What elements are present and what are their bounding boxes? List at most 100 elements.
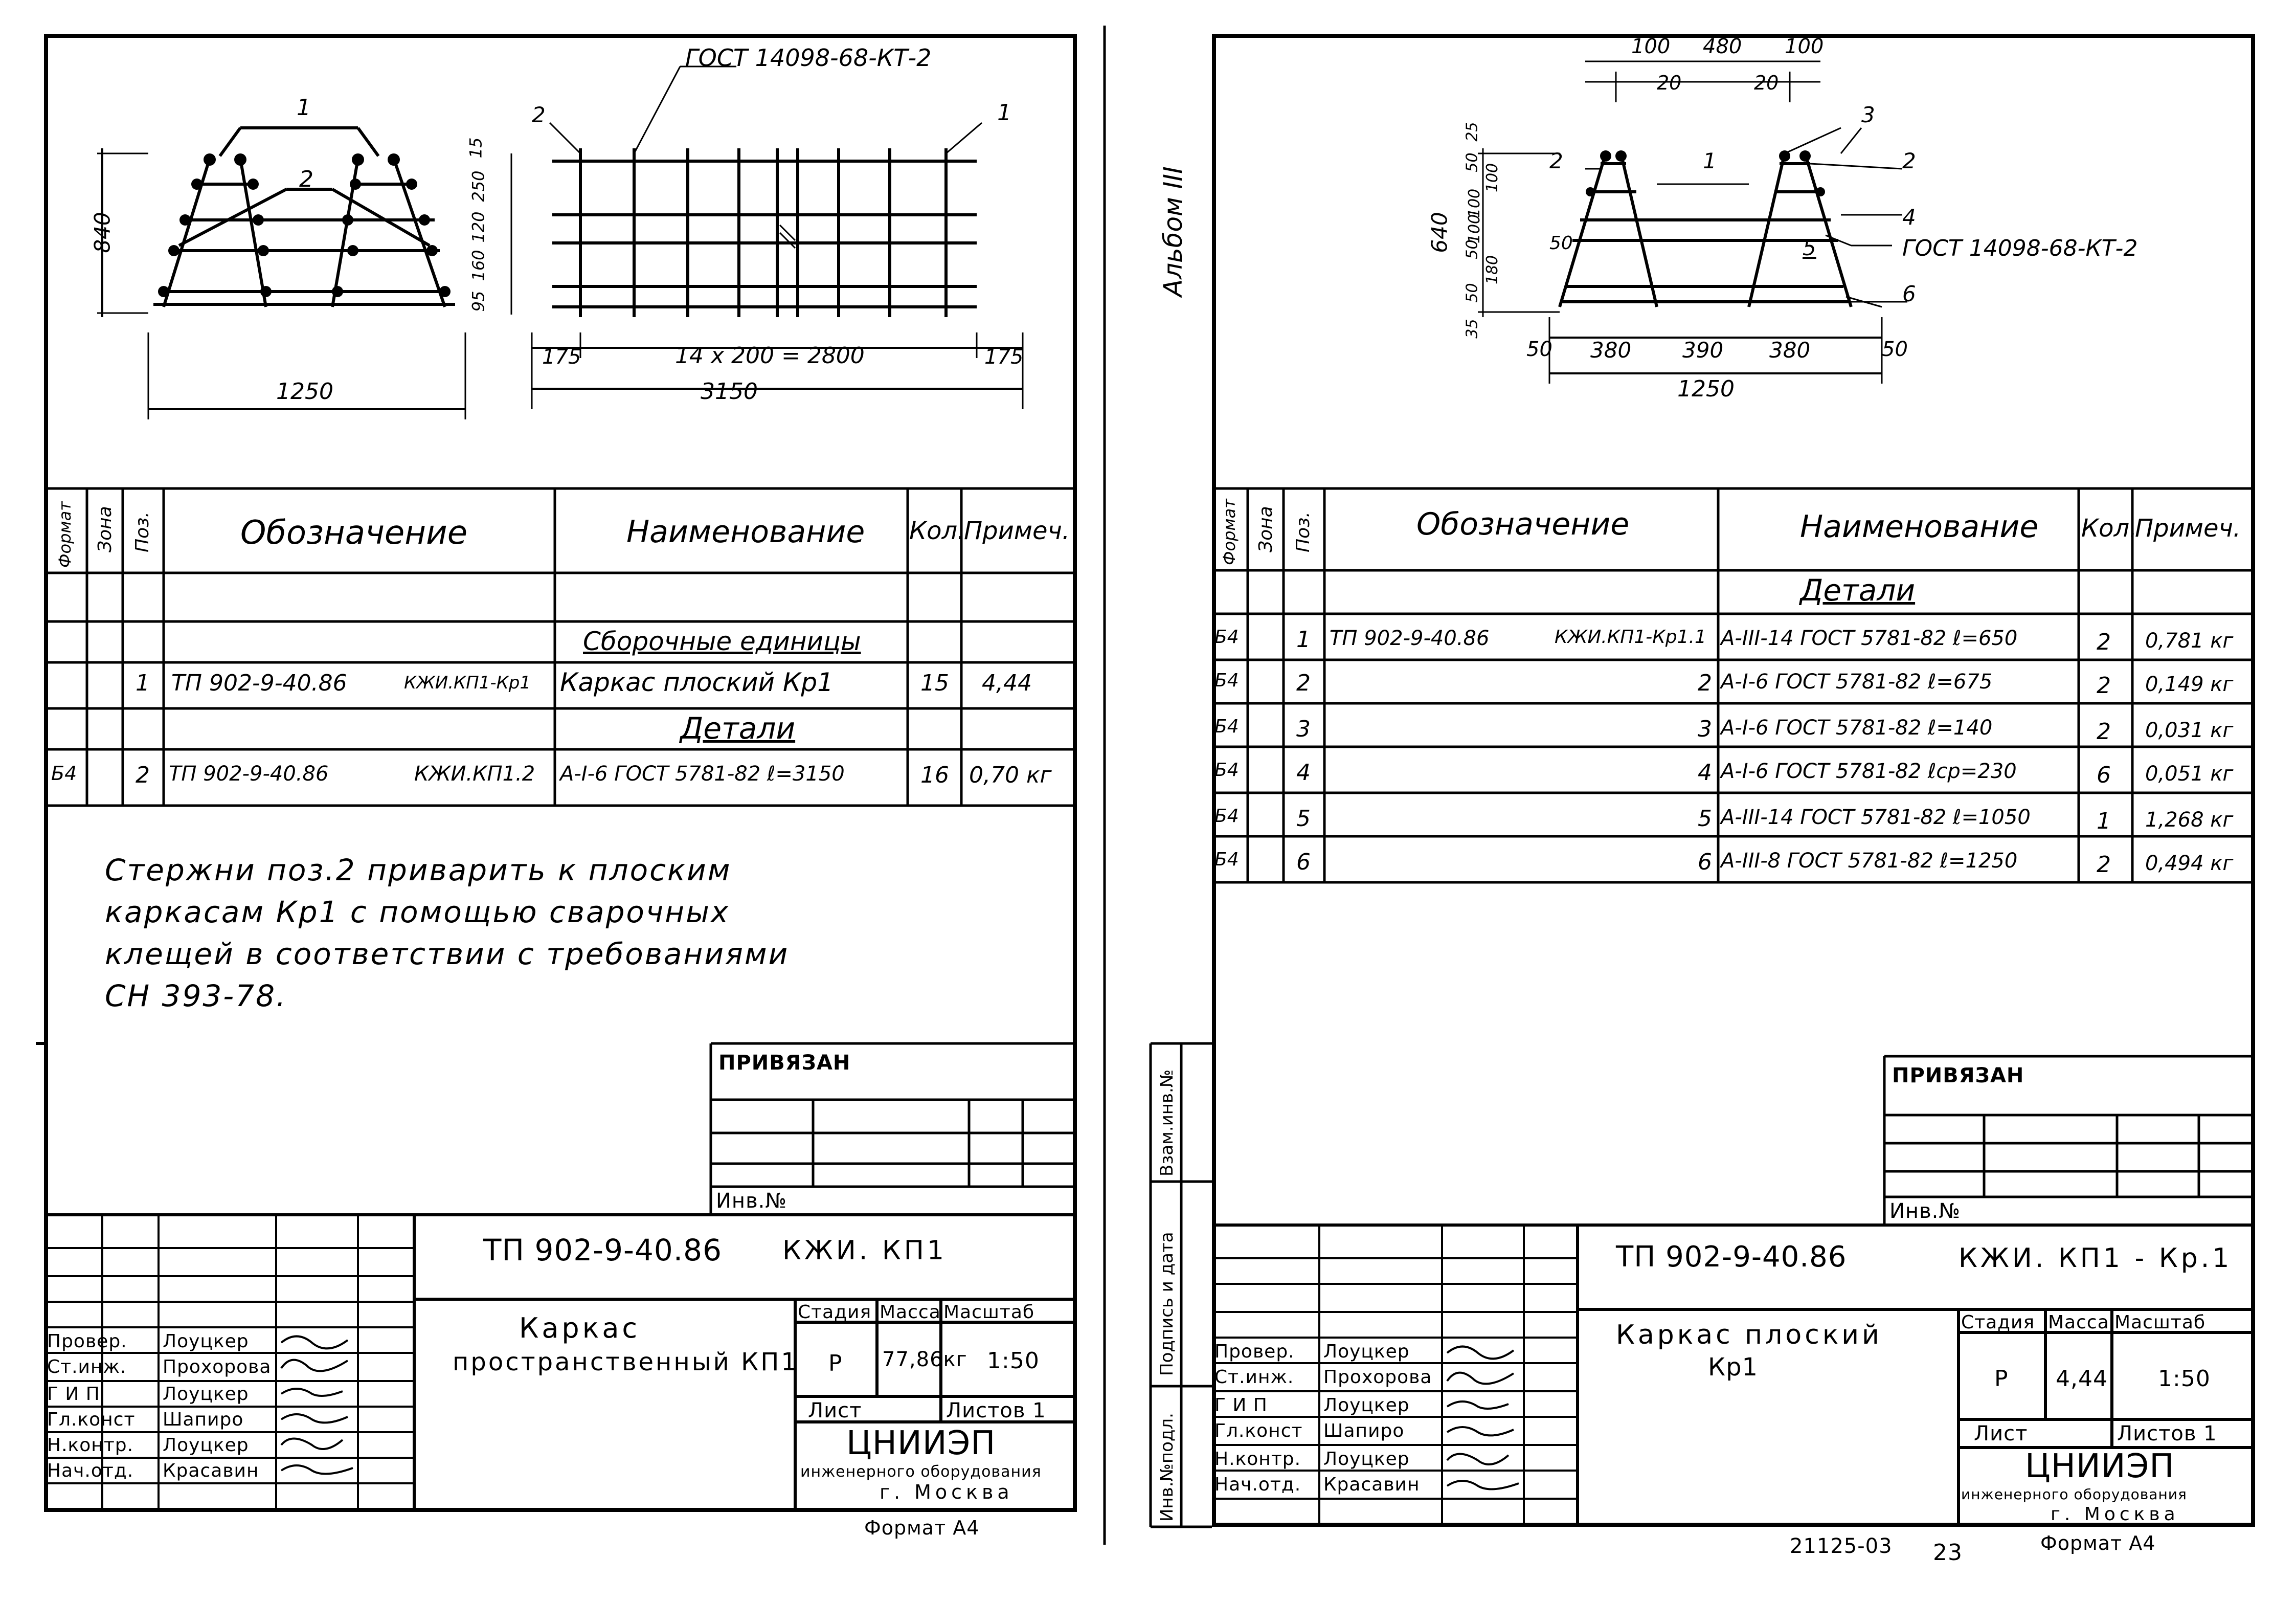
left-height-dim: 840	[89, 212, 115, 253]
left-role-1: Провер.	[47, 1331, 127, 1352]
right-row3-pos: 3	[1296, 716, 1311, 742]
left-vdim-4: 160	[468, 250, 488, 281]
right-stamp-sheets: Листов 1	[2117, 1422, 2217, 1445]
left-stamp-stage: Р	[828, 1350, 843, 1376]
right-header-designation: Обозначение	[1416, 506, 1630, 542]
left-stamp-stage-h: Стадия	[798, 1302, 872, 1323]
right-role-5: Н.контр.	[1214, 1449, 1301, 1470]
right-row1-doc: ТП 902-9-40.86	[1330, 627, 1490, 650]
right-gost-label: ГОСТ 14098-68-КТ-2	[1902, 235, 2138, 261]
right-row1-name: А-III-14 ГОСТ 5781-82 ℓ=650	[1721, 627, 2018, 650]
left-header-name: Наименование	[626, 514, 865, 550]
right-stamp-stage-h: Стадия	[1961, 1312, 2035, 1333]
right-stamp-title-1: Каркас плоский	[1616, 1320, 1882, 1350]
left-row1-code: КЖИ.КП1-Кр1	[404, 673, 531, 693]
right-role-3: Г И П	[1214, 1395, 1268, 1416]
right-footer-num: 21125-03	[1790, 1534, 1893, 1558]
right-stamp-sheet: Лист	[1974, 1422, 2028, 1445]
right-row1-format: Б4	[1214, 627, 1239, 648]
left-note-line-4: СН 393-78.	[105, 978, 287, 1013]
left-dim-175a: 175	[542, 345, 581, 369]
right-name-6: Красавин	[1323, 1474, 1420, 1495]
left-role-5: Н.контр.	[47, 1435, 134, 1456]
left-vdim-5: 95	[468, 291, 488, 312]
left-privyazan: ПРИВЯЗАН	[718, 1051, 851, 1075]
right-row5-name: А-III-14 ГОСТ 5781-82 ℓ=1050	[1721, 806, 2031, 829]
right-height-dim: 640	[1427, 212, 1452, 253]
right-role-2: Ст.инж.	[1214, 1367, 1294, 1388]
right-header-qty: Кол.	[2081, 514, 2137, 543]
right-stamp-mass-h: Масса	[2048, 1312, 2109, 1333]
left-row2-format: Б4	[51, 762, 77, 785]
left-header-designation: Обозначение	[240, 514, 468, 552]
right-header-zone: Зона	[1255, 506, 1276, 552]
right-row3-name: А-I-6 ГОСТ 5781-82 ℓ=140	[1721, 716, 1993, 740]
right-dim-top-100a: 100	[1631, 35, 1671, 58]
left-role-4: Гл.конст	[47, 1409, 136, 1430]
left-row2-pos: 2	[136, 762, 150, 788]
right-row2-code: 2	[1698, 670, 1712, 696]
left-stamp-format: Формат А4	[864, 1517, 980, 1539]
right-row4-name: А-I-6 ГОСТ 5781-82 ℓср=230	[1721, 760, 2017, 783]
right-stamp-stage: Р	[1994, 1366, 2009, 1392]
left-stamp-mass: 77,86кг	[882, 1348, 967, 1371]
right-row6-code: 6	[1698, 849, 1712, 875]
right-row1-pos: 1	[1296, 627, 1311, 653]
right-privyazan: ПРИВЯЗАН	[1892, 1064, 2024, 1087]
right-stamp-scale-h: Масштаб	[2114, 1312, 2206, 1333]
left-stamp-code: ТП 902-9-40.86	[483, 1233, 722, 1267]
left-stamp-title-2: пространственный КП1	[453, 1348, 799, 1376]
left-gost-label: ГОСТ 14098-68-КТ-2	[685, 44, 932, 72]
left-row2-doc: ТП 902-9-40.86	[169, 762, 329, 786]
right-callout-2a: 2	[1549, 148, 1563, 173]
left-stamp-title-1: Каркас	[519, 1312, 641, 1344]
left-name-6: Красавин	[163, 1460, 259, 1481]
right-name-4: Шапиро	[1323, 1420, 1405, 1441]
left-row2-qty: 16	[920, 762, 949, 788]
left-name-1: Лоуцкер	[163, 1331, 249, 1352]
left-elev-callout-2: 2	[532, 102, 546, 127]
left-stamp-org-3: г. Москва	[880, 1481, 1014, 1503]
left-row2-note: 0,70 кг	[969, 762, 1052, 788]
left-row1-pos: 1	[136, 670, 150, 696]
right-dim-left-3: 100	[1483, 163, 1502, 193]
left-name-2: Прохорова	[163, 1356, 272, 1377]
right-stamp-org-2: инженерного оборудования	[1961, 1486, 2187, 1503]
right-callout-3: 3	[1861, 102, 1875, 127]
left-width-dim: 1250	[276, 379, 333, 405]
right-spec-table-grid	[1212, 487, 2255, 884]
right-stamp-code2: КЖИ. КП1 - Кр.1	[1959, 1243, 2233, 1274]
right-name-5: Лоуцкер	[1323, 1449, 1410, 1470]
left-row1-name: Каркас плоский Кр1	[560, 668, 834, 697]
left-elev-callout-1: 1	[997, 100, 1011, 126]
right-section-drawing	[1478, 60, 1907, 384]
right-row5-qty: 1	[2097, 808, 2111, 834]
right-dim-left-8: 50	[1463, 283, 1481, 303]
left-row2-name: А-I-6 ГОСТ 5781-82 ℓ=3150	[560, 762, 845, 786]
left-dim-total: 3150	[701, 379, 758, 405]
right-dim-bottom-50b: 50	[1882, 338, 1908, 361]
left-note-line-1: Стержни поз.2 приварить к плоским	[105, 853, 732, 887]
right-dim-top-20a: 20	[1657, 72, 1682, 94]
left-stamp-scale: 1:50	[987, 1348, 1040, 1374]
right-row3-format: Б4	[1214, 716, 1239, 737]
right-name-1: Лоуцкер	[1323, 1341, 1410, 1362]
left-name-4: Шапиро	[163, 1409, 244, 1430]
right-row3-qty: 2	[2097, 719, 2111, 745]
right-row2-name: А-I-6 ГОСТ 5781-82 ℓ=675	[1721, 670, 1993, 694]
right-row4-code: 4	[1698, 760, 1712, 786]
right-row6-note: 0,494 кг	[2145, 852, 2234, 875]
right-row6-name: А-III-8 ГОСТ 5781-82 ℓ=1250	[1721, 849, 2018, 873]
right-dim-bottom-380a: 380	[1590, 338, 1632, 363]
left-header-format: Формат	[55, 501, 75, 568]
right-stamp-scale: 1:50	[2158, 1366, 2211, 1392]
right-header-format: Формат	[1220, 499, 1239, 565]
right-stamp-org-3: г. Москва	[2051, 1504, 2179, 1525]
left-stamp-scale-h: Масштаб	[943, 1302, 1035, 1323]
right-row3-note: 0,031 кг	[2145, 719, 2234, 742]
left-callout-1: 1	[297, 95, 311, 121]
right-row5-format: Б4	[1214, 806, 1239, 827]
right-stamp-title-2: Кр1	[1708, 1353, 1759, 1382]
